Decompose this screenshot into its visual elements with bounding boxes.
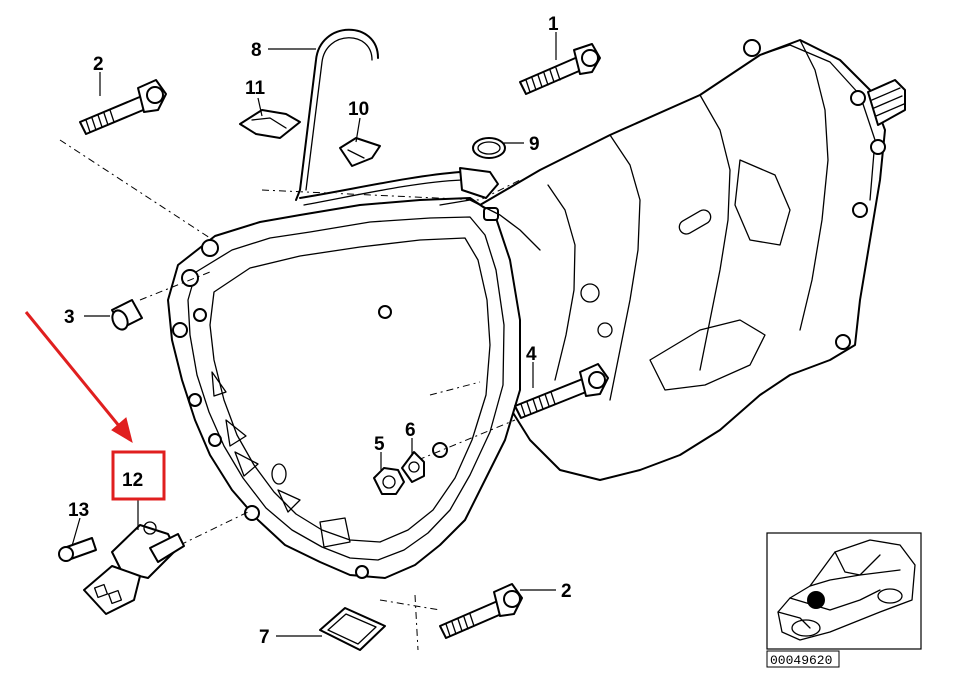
callout-1: 1 [548, 14, 559, 35]
inset-code: 00049620 [770, 653, 832, 668]
part-4-bolt [514, 363, 609, 419]
part-8-vent-line [295, 28, 499, 206]
part-2a-bolt [79, 79, 167, 135]
transmission-assembly [167, 39, 906, 579]
callout-8: 8 [251, 40, 262, 61]
part-10-bracket [339, 137, 381, 167]
part-12-sensor [83, 521, 185, 615]
callout-10: 10 [348, 99, 369, 120]
callout-11: 11 [245, 78, 266, 99]
part-5-nut [373, 467, 405, 495]
red-arrow-shaft [24, 311, 126, 433]
callout-9: 9 [529, 134, 540, 155]
highlight-box [111, 450, 166, 501]
part-1-bolt [519, 43, 601, 95]
highlight-annotation [24, 311, 166, 501]
callout-4: 4 [526, 344, 537, 365]
car-locator-inset: 00049620 [766, 532, 922, 668]
part-3-sleeve [111, 299, 143, 331]
callout-7: 7 [259, 627, 270, 648]
callout-5: 5 [374, 434, 385, 455]
part-13-bolt [58, 537, 97, 562]
callout-13: 13 [68, 500, 89, 521]
part-7-pad [319, 607, 386, 651]
callout-2: 2 [93, 54, 104, 75]
callout-labels: 1 2 2 3 4 5 6 7 8 9 10 11 12 13 [64, 14, 572, 648]
part-2b-bolt [439, 583, 523, 639]
part-9-ring [472, 137, 506, 159]
callout-12: 12 [122, 470, 143, 491]
callout-6: 6 [405, 420, 416, 441]
callout-3: 3 [64, 307, 75, 328]
callout-2: 2 [561, 581, 572, 602]
location-dot [807, 591, 825, 609]
leader-lines [71, 32, 557, 637]
red-arrow-head [111, 417, 133, 444]
part-11-clip [239, 109, 301, 139]
inset-code-box [766, 650, 840, 668]
